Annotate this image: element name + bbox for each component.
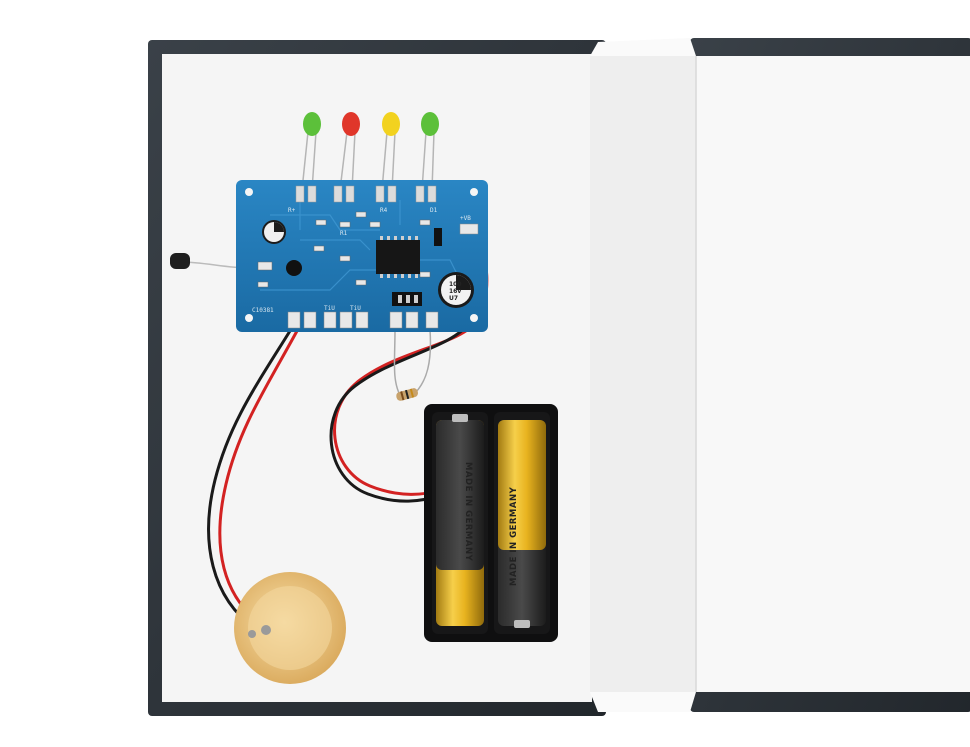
case-right xyxy=(590,38,970,712)
terminal-pads xyxy=(287,223,479,329)
battery-1-text: MADE IN GERMANY xyxy=(463,462,473,562)
led-1-body xyxy=(303,112,321,136)
pcb-label-r4: R4 xyxy=(380,207,388,214)
piezo-disc xyxy=(234,572,346,684)
resistor xyxy=(393,329,432,401)
pcb-label-d1: D1 xyxy=(430,207,438,214)
cap-value-3: U7 xyxy=(449,295,458,302)
capacitor-large: 100 16v U7 xyxy=(438,272,474,308)
led-3-body xyxy=(382,112,400,136)
cap-value-2: 16v xyxy=(449,288,461,295)
battery-2-text: MADE IN GERMANY xyxy=(509,486,519,586)
ic-chip xyxy=(376,236,420,278)
pcb-label-vcc: +VB xyxy=(460,215,471,222)
led-2-body xyxy=(342,112,360,136)
battery-holder: MADE IN GERMANY MADE IN GERMANY xyxy=(424,404,558,642)
pcb-id: C10381 xyxy=(252,307,274,314)
pcb-label-r1: R1 xyxy=(340,230,348,237)
pcb-label-ti: TiU xyxy=(350,305,361,312)
piezo-wires xyxy=(207,316,306,634)
pcb-label-r-plus: R+ xyxy=(288,207,296,214)
cap-value-1: 100 xyxy=(449,281,462,288)
capacitor-small xyxy=(262,220,286,244)
led-4-body xyxy=(421,112,439,136)
circuit-board: 100 16v U7 C10381 TiU TiU R+ +VB R1 R4 D… xyxy=(236,180,488,332)
jumper-header xyxy=(392,292,422,306)
battery-1: MADE IN GERMANY xyxy=(436,414,484,626)
pcb-label-tiu: TiU xyxy=(324,305,335,312)
led-pads xyxy=(295,185,437,203)
battery-2: MADE IN GERMANY xyxy=(498,420,546,628)
transistor xyxy=(286,260,302,276)
